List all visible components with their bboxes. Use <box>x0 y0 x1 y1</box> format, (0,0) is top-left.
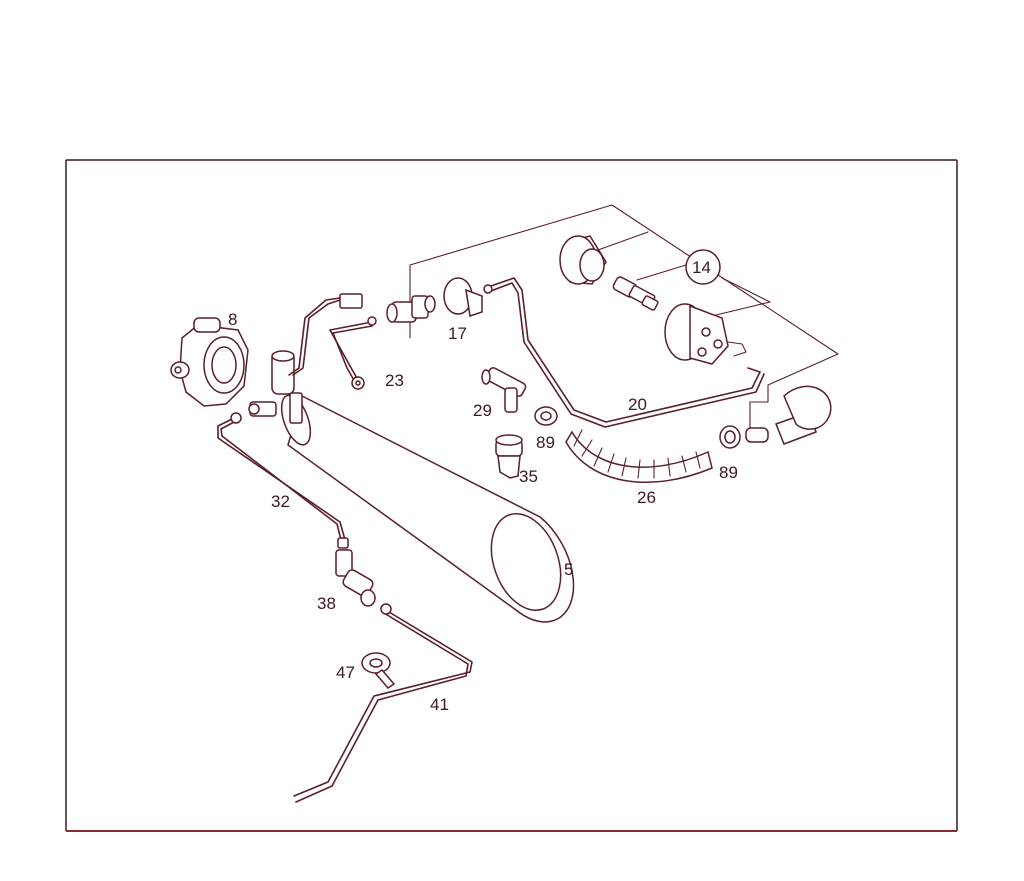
label-5: 5 <box>564 560 573 579</box>
label-89-left: 89 <box>536 433 555 452</box>
distributor-valve <box>170 317 249 407</box>
pipe-20 <box>483 277 765 428</box>
diagram-frame <box>65 159 958 832</box>
label-38: 38 <box>317 594 336 613</box>
hose-end <box>745 385 832 445</box>
pipe-41 <box>293 603 473 803</box>
hose-clamp-89a <box>534 406 558 426</box>
label-89-right: 89 <box>719 463 738 482</box>
label-14: 14 <box>692 258 711 277</box>
tee-fitting-29 <box>481 367 527 413</box>
air-tank <box>280 394 575 623</box>
label-17: 17 <box>448 324 467 343</box>
label-26: 26 <box>637 488 656 507</box>
pipe-clip-47 <box>361 652 396 689</box>
group-bracket-14 <box>409 204 839 431</box>
pipe-23 <box>329 316 377 390</box>
label-23: 23 <box>385 371 404 390</box>
label-20: 20 <box>628 395 647 414</box>
label-8: 8 <box>228 310 237 329</box>
hose-clamp-89b <box>719 425 741 449</box>
label-32: 32 <box>271 492 290 511</box>
clip-17 <box>443 277 483 317</box>
corrugated-hose-26 <box>565 429 713 484</box>
fitting-14 <box>612 276 659 311</box>
connector-17 <box>386 295 436 323</box>
pipe-32 <box>217 412 349 549</box>
label-47: 47 <box>336 663 355 682</box>
label-29: 29 <box>473 401 492 420</box>
pump-cap <box>559 235 607 285</box>
label-41: 41 <box>430 695 449 714</box>
callout-circle-14 <box>685 249 721 285</box>
label-35: 35 <box>519 467 538 486</box>
electric-pump <box>664 303 747 365</box>
tank-valve <box>248 293 363 424</box>
plug-35 <box>495 434 523 479</box>
elbow-union-38 <box>335 549 376 607</box>
